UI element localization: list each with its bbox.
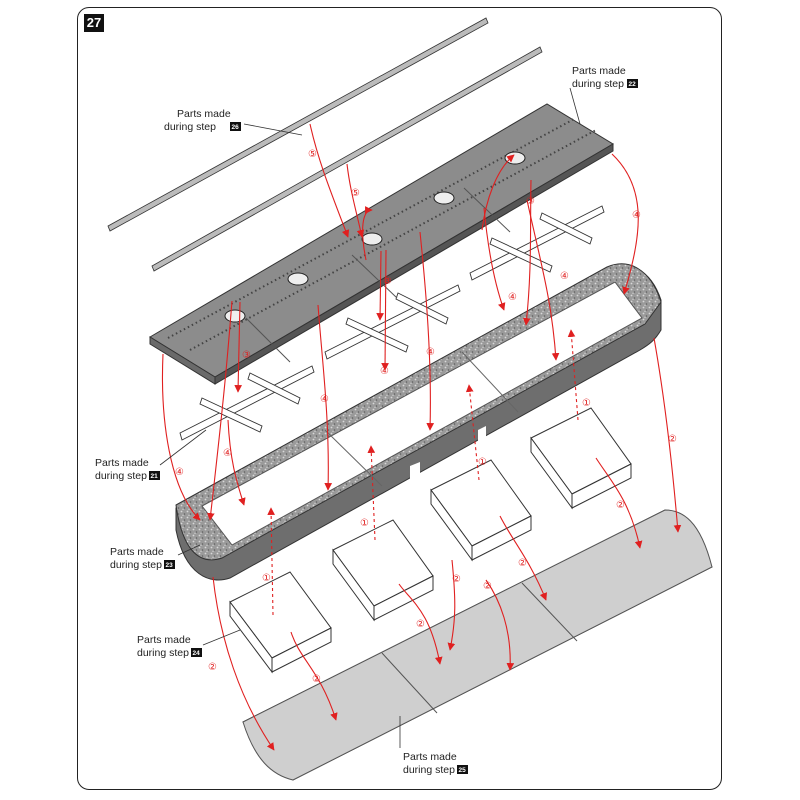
- leader-lines: [159, 87, 581, 748]
- order-mark: ②: [452, 574, 461, 585]
- block-3: [430, 459, 532, 562]
- callout-blocks: Parts made during step 24: [137, 634, 202, 659]
- callout-crossbraces: Parts made during step 21: [95, 457, 160, 482]
- svg-text:Parts made: Parts made: [95, 457, 149, 469]
- cross-brace-1: [179, 365, 315, 441]
- order-mark: ②: [312, 674, 321, 685]
- order-mark: ④: [320, 394, 329, 405]
- order-mark: ④: [380, 366, 389, 377]
- order-mark: ⑤: [351, 188, 360, 199]
- panel-frame: [77, 7, 722, 790]
- order-mark: ④: [508, 292, 517, 303]
- step-ref: 26: [232, 124, 240, 131]
- svg-text:during step: during step: [403, 764, 455, 776]
- callout-base: Parts made during step 25: [403, 751, 468, 776]
- order-mark: ①: [478, 457, 487, 468]
- order-mark: ④: [632, 210, 641, 221]
- assembly-arrows: [161, 123, 682, 751]
- deck-plate: [149, 103, 614, 385]
- callout-deck: Parts made during step 22: [572, 65, 638, 90]
- order-mark: ②: [668, 434, 677, 445]
- order-marks: ⑤ ⑤ ① ① ① ① ② ② ② ② ② ② ② ② ③ ③ ③ ④ ④ ④ …: [175, 149, 677, 685]
- frame-part: [175, 263, 662, 581]
- svg-text:during step: during step: [164, 121, 216, 133]
- step-number-badge: 27: [84, 14, 104, 32]
- step-ref: 23: [166, 562, 174, 569]
- order-mark: ④: [175, 467, 184, 478]
- callout-rails: Parts made during step 26: [164, 108, 241, 133]
- order-mark: ①: [360, 518, 369, 529]
- block-1: [229, 571, 332, 674]
- order-mark: ②: [208, 662, 217, 673]
- order-mark: ⑤: [308, 149, 317, 160]
- order-mark: ④: [223, 448, 232, 459]
- order-mark: ②: [616, 500, 625, 511]
- order-mark: ③: [383, 276, 392, 287]
- step-ref: 21: [151, 473, 159, 480]
- svg-text:during step: during step: [95, 470, 147, 482]
- step-ref: 22: [629, 81, 637, 88]
- order-mark: ②: [483, 581, 492, 592]
- order-mark: ①: [262, 573, 271, 584]
- order-mark: ②: [518, 558, 527, 569]
- rails: [107, 17, 543, 272]
- order-mark: ③: [242, 350, 251, 361]
- block-2: [332, 519, 434, 622]
- svg-text:during step: during step: [572, 78, 624, 90]
- callout-frame: Parts made during step 23: [110, 546, 175, 571]
- svg-text:Parts made: Parts made: [177, 108, 231, 120]
- block-4: [530, 407, 632, 510]
- order-mark: ②: [416, 619, 425, 630]
- svg-text:during step: during step: [110, 559, 162, 571]
- svg-text:Parts made: Parts made: [403, 751, 457, 763]
- svg-text:Parts made: Parts made: [572, 65, 626, 77]
- svg-text:Parts made: Parts made: [137, 634, 191, 646]
- order-mark: ①: [582, 398, 591, 409]
- svg-text:during step: during step: [137, 647, 189, 659]
- order-mark: ④: [560, 271, 569, 282]
- order-mark: ④: [426, 347, 435, 358]
- order-mark: ③: [526, 196, 535, 207]
- base-plates: [242, 509, 713, 781]
- step-ref: 24: [193, 650, 201, 657]
- svg-text:Parts made: Parts made: [110, 546, 164, 558]
- step-ref: 25: [459, 767, 467, 774]
